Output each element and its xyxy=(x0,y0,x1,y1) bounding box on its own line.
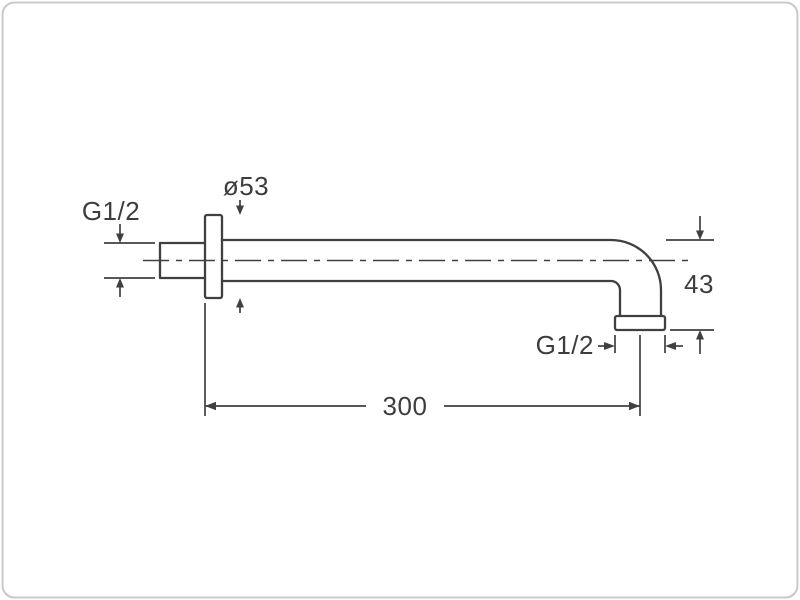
dimension-labels: ø53 G1/2 43 G1/2 300 xyxy=(82,171,714,421)
arrow-drop-top xyxy=(696,230,704,240)
label-outlet-thread: G1/2 xyxy=(536,330,594,360)
outlet-nut xyxy=(613,314,667,332)
arrow-flange-bottom xyxy=(236,298,244,308)
arrow-outlet-right xyxy=(665,342,676,350)
wall-flange xyxy=(203,213,224,300)
part-outline xyxy=(158,213,667,332)
arrow-outlet-left xyxy=(604,342,615,350)
dimension-arrows xyxy=(116,205,704,411)
arrow-length-right xyxy=(629,401,640,411)
label-wall-thread: G1/2 xyxy=(82,196,140,226)
wall-pipe-stub xyxy=(158,241,207,280)
label-vertical-drop: 43 xyxy=(684,269,714,299)
dimension-lines xyxy=(104,200,714,416)
arrow-wall-thread-bottom xyxy=(116,278,124,288)
arrow-length-left xyxy=(205,401,216,411)
label-arm-length: 300 xyxy=(383,391,428,421)
arrow-flange-top xyxy=(236,205,244,215)
label-flange-diameter: ø53 xyxy=(223,171,269,201)
arm-inner-edge xyxy=(220,279,622,318)
arrow-wall-thread-top xyxy=(116,233,124,243)
arm-outer-edge xyxy=(220,238,663,318)
arrow-drop-bottom xyxy=(696,330,704,340)
